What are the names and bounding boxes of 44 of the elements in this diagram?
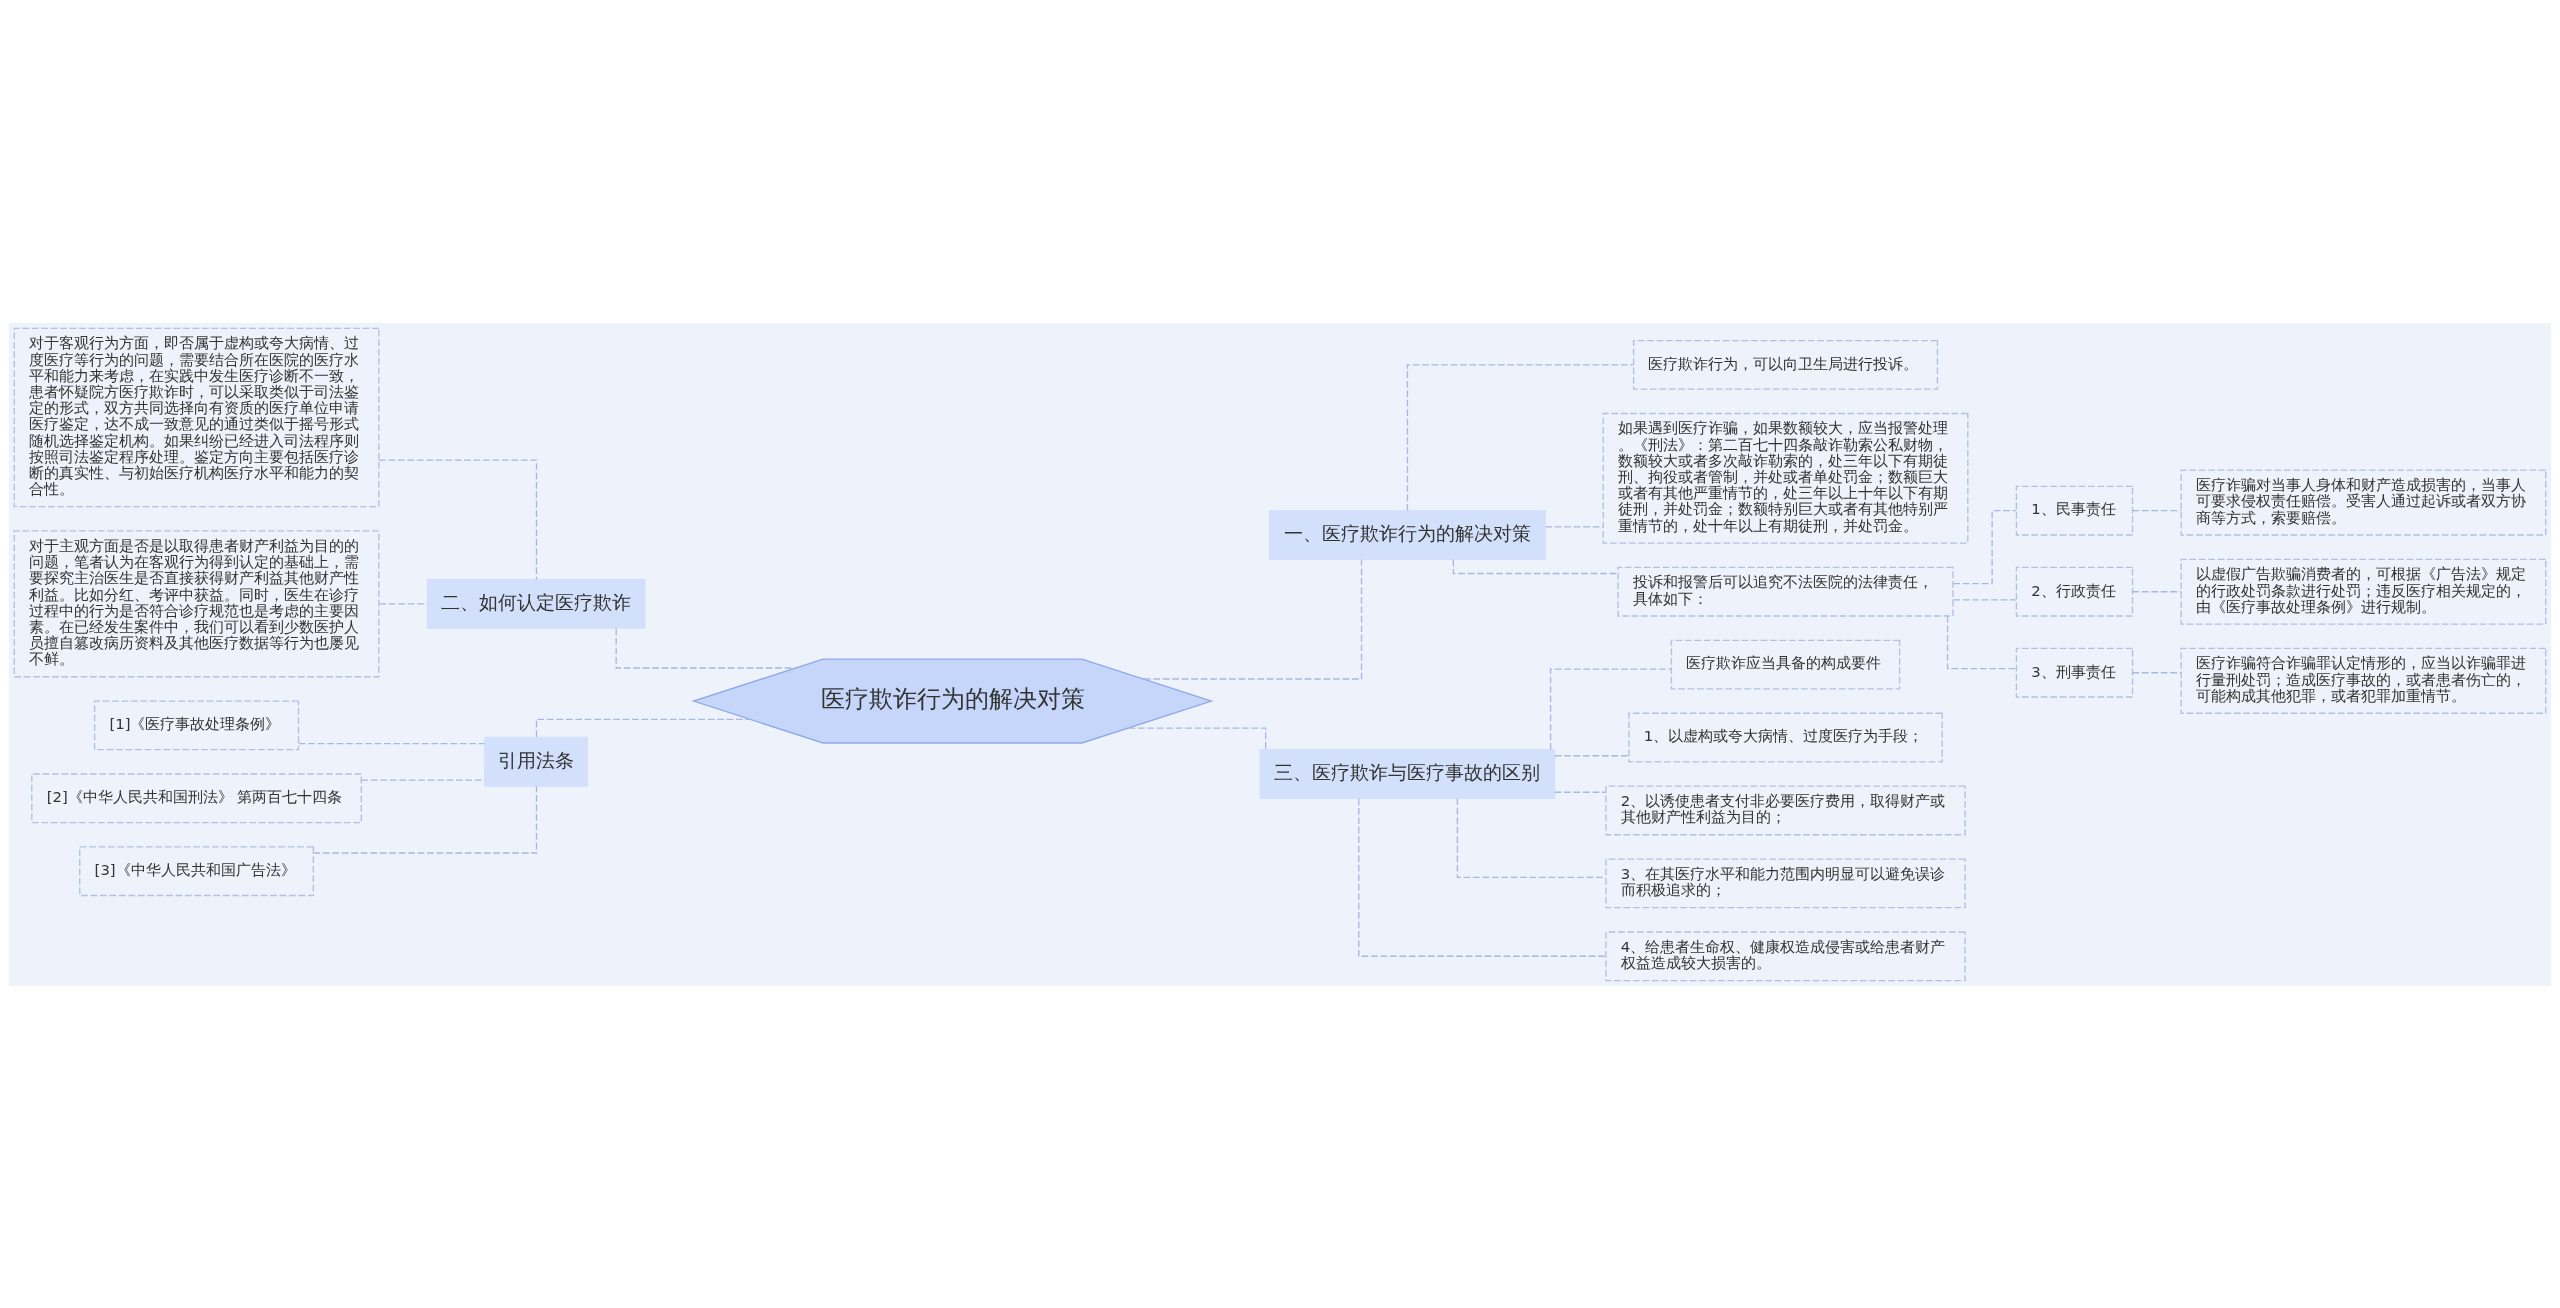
node-box: 二、如何认定医疗欺诈 [426,578,646,629]
connector [1406,363,1635,511]
node-box: [3]《中华人民共和国广告法》 [79,845,315,896]
node-box: 2、以诱使患者支付非必要医疗费用，取得财产或其他财产性利益为目的； [1605,784,1966,835]
connector [1549,667,1672,750]
connector [1358,797,1607,957]
connector [615,627,797,669]
node-box: 投诉和报警后可以追究不法医院的法律责任，具体如下： [1617,566,1954,617]
connector [2131,590,2182,592]
node-box: 医疗诈骗符合诈骗罪认定情形的，应当以诈骗罪进行量刑处罚；造成医疗事故的，或者患者伤亡的，可能构成其他犯罪，或者犯罪加重情节。 [2180,647,2547,714]
connector [378,458,538,580]
node-box: 对于客观行为方面，即否属于虚构或夸大病情、过度医疗等行为的问题，需要结合所在医院的医疗水平和能力来考虑，在实践中发生医疗诊断不一致，患者怀疑院方医疗欺诈时，可以采取类似于司法鉴定的形式，双方共同选择向有资质的医疗单位申请医疗鉴定，达不成一致意见的通过类似于摇号形式随机选择鉴定机构。如果纠纷已经进入司法程序则按照司法鉴定程序处理。鉴定方向主要包括医疗诊断的真实性、与初始医疗机构医疗水平和能力的契合性。 [13,327,380,507]
connector [1452,558,1619,574]
connector [1143,558,1363,680]
node-box: 1、以虚构或夸大病情、过度医疗为手段； [1628,712,1943,763]
connector [1127,726,1267,750]
connector [535,718,751,738]
node-box: [1]《医疗事故处理条例》 [93,699,300,750]
connector [1952,598,2017,600]
connector [1554,791,1607,793]
node-box: 对于主观方面是否是以取得患者财产利益为目的的问题，笔者认为在客观行为得到认定的基础上，需要探究主治医生是否直接获得财产利益其他财产性利益。比如分红、考评中获益。同时，医生在诊疗过程中的行为是否符合诊疗规范也是考虑的主要因素。在已经发生案件中，我们可以看到少数医护人员擅自篡改病历资料及其他医疗数据等行为也屡见不鲜。 [13,529,380,677]
node-box: 引用法条 [484,736,589,787]
connector [298,742,486,744]
connector [1946,614,2017,669]
node-box: 3、在其医疗水平和能力范围内明显可以避免误诊而积极追求的； [1605,857,1966,908]
node-box: 医疗欺诈行为，可以向卫生局进行投诉。 [1632,339,1939,390]
node-box: 3、刑事责任 [2015,647,2134,698]
node-box: 1、民事责任 [2015,485,2134,536]
connector [1544,525,1604,528]
node-box: 4、给患者生命权、健康权造成侵害或给患者财产权益造成较大损害的。 [1605,930,1966,981]
node-box: 一、医疗欺诈行为的解决对策 [1269,509,1546,560]
node-box: 三、医疗欺诈与医疗事故的区别 [1259,748,1556,799]
connector [2131,671,2182,673]
node-box: 2、行政责任 [2015,566,2134,617]
connector [2131,509,2182,511]
node-box: 医疗欺诈应当具备的构成要件 [1670,639,1901,690]
connector [312,785,538,854]
node-box: 如果遇到医疗诈骗，如果数额较大，应当报警处理。《刑法》：第二百七十四条敲诈勒索公私财物，数额较大或者多次敲诈勒索的，处三年以下有期徒刑、拘役或者管制，并处或者单处罚金；数额巨大或者有其他严重情节的，处三年以上十年以下有期徒刑，并处罚金；数额特别巨大或者有其他特别严重情节的，处十年以上有期徒刑，并处罚金。 [1602,412,1969,544]
connector [1554,754,1630,756]
node-box: [2]《中华人民共和国刑法》 第两百七十四条 [31,772,362,823]
connector [360,778,486,781]
node-box: 医疗诈骗对当事人身体和财产造成损害的，当事人可要求侵权责任赔偿。受害人通过起诉或者双方协商等方式，索要赔偿。 [2180,469,2547,536]
connector [1456,797,1607,878]
node-box: 以虚假广告欺骗消费者的，可根据《广告法》规定的行政处罚条款进行处罚；违反医疗相关规定的，由《医疗事故处理条例》进行规制。 [2180,558,2547,625]
